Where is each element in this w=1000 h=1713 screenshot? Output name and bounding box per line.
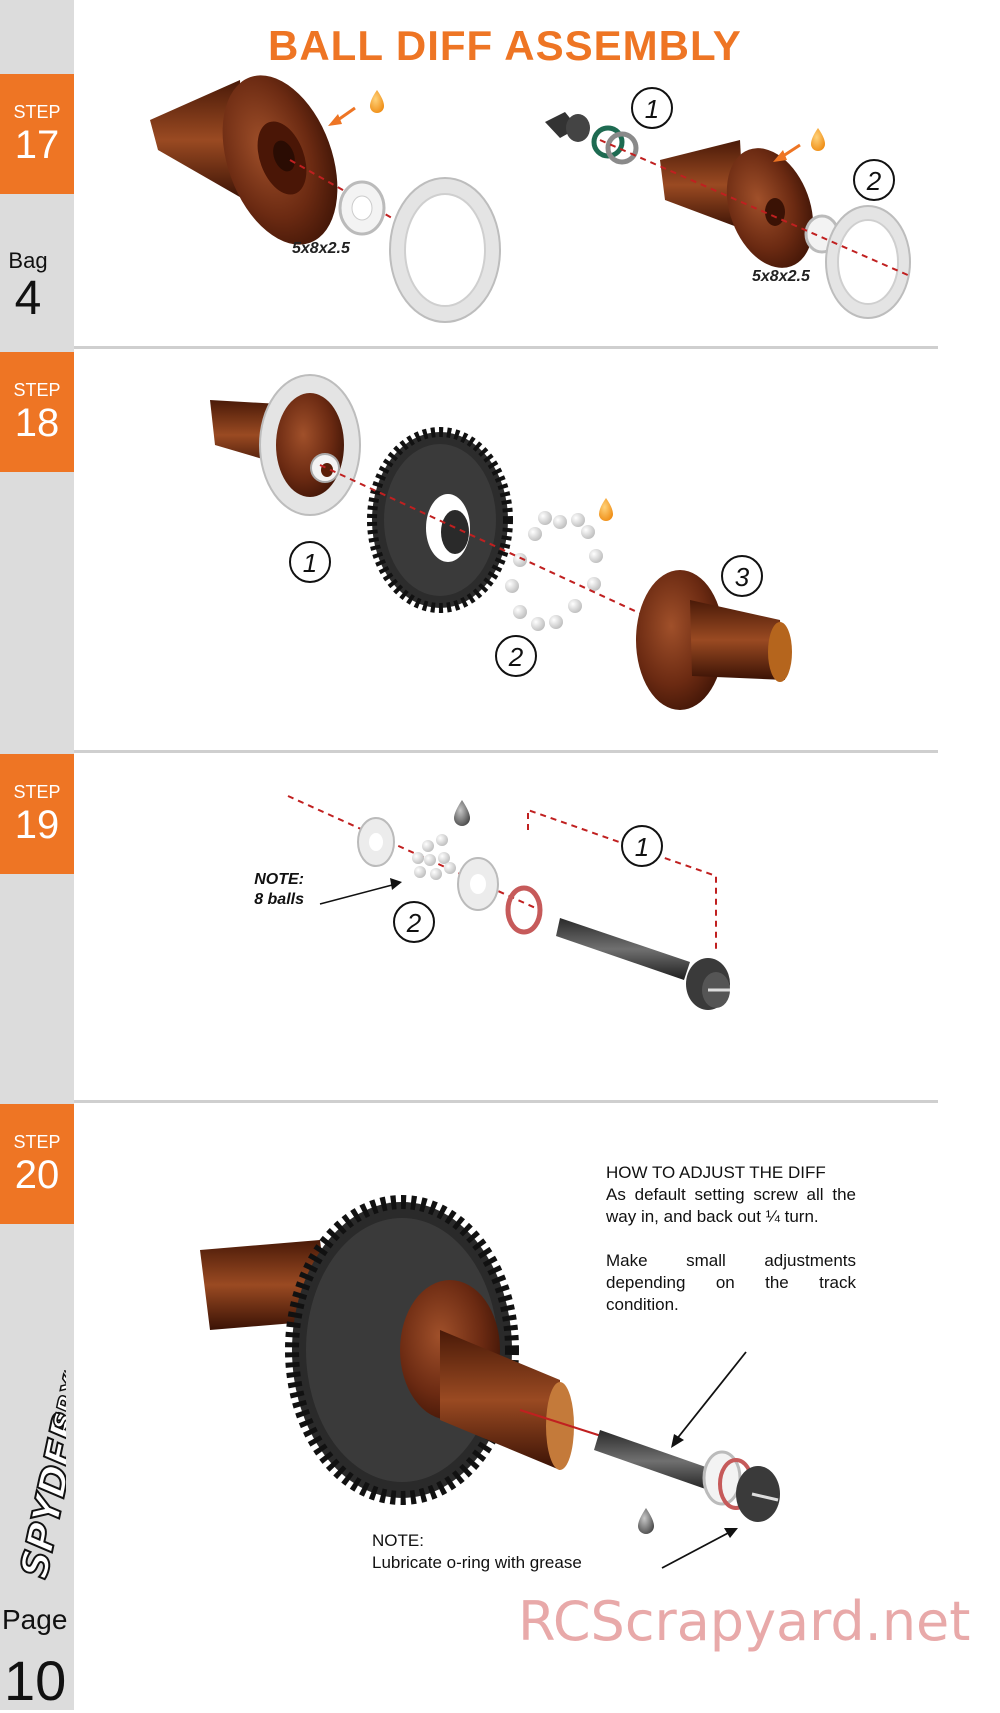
step19-note: NOTE: 8 balls xyxy=(230,870,304,910)
bag-number: 4 xyxy=(14,272,42,325)
svg-text:SRX2: SRX2 xyxy=(48,1370,66,1433)
svg-text:1: 1 xyxy=(645,94,659,124)
bag-indicator: Bag 4 xyxy=(0,248,56,324)
step18-balls xyxy=(505,511,603,631)
step-20-tab: STEP 20 xyxy=(0,1104,74,1224)
step19-marker-1: 1 xyxy=(621,825,663,867)
section-divider xyxy=(74,750,938,753)
note-title: NOTE: xyxy=(254,871,304,888)
svg-text:3: 3 xyxy=(735,562,750,592)
page-number: 10 xyxy=(4,1649,67,1712)
step17-marker-2: 2 xyxy=(853,159,895,201)
step18-marker-3: 3 xyxy=(721,555,763,597)
step20-note: NOTE: Lubricate o-ring with grease xyxy=(372,1530,582,1574)
step-label: STEP xyxy=(13,380,61,400)
step17-right-parts xyxy=(545,112,911,319)
bag-label: Bag xyxy=(8,248,48,273)
step-19-tab: STEP 19 xyxy=(0,754,74,874)
step17-left-outdrive xyxy=(150,75,338,245)
step-18-tab: STEP 18 xyxy=(0,352,74,472)
svg-text:SPYDER: SPYDER xyxy=(12,1407,66,1582)
assembly-illustrations: 1 2 1 xyxy=(150,75,911,1569)
step-number: 18 xyxy=(14,401,60,445)
section-divider xyxy=(74,346,938,349)
spyder-srx2-logo: SPYDER SRX2 xyxy=(11,1370,66,1583)
svg-text:2: 2 xyxy=(508,642,524,672)
note-text: 8 balls xyxy=(254,891,304,908)
note-text: Lubricate o-ring with grease xyxy=(372,1553,582,1572)
howto-title: HOW TO ADJUST THE DIFF xyxy=(606,1163,826,1182)
howto-paragraph-2: Make small adjustments depending on the … xyxy=(606,1251,856,1314)
step18-marker-2: 2 xyxy=(495,635,537,677)
page-title: BALL DIFF ASSEMBLY xyxy=(268,22,742,69)
step20-screw xyxy=(594,1430,780,1522)
step20-diff-assembly xyxy=(200,1195,574,1505)
svg-text:2: 2 xyxy=(406,908,422,938)
howto-paragraph-1: As default setting screw all the way in,… xyxy=(606,1185,856,1226)
step18-outdrive-right xyxy=(636,570,792,710)
step-label: STEP xyxy=(13,782,61,802)
bearing-size-label: 5x8x2.5 xyxy=(292,240,350,257)
bearing-size-label: 5x8x2.5 xyxy=(752,268,810,285)
page-label: Page xyxy=(2,1604,68,1635)
step19-balls xyxy=(412,834,456,880)
step-number: 19 xyxy=(14,803,60,847)
svg-text:2: 2 xyxy=(866,166,882,196)
note-title: NOTE: xyxy=(372,1531,424,1550)
step19-screw xyxy=(556,918,730,1010)
svg-text:1: 1 xyxy=(303,548,317,578)
step19-marker-2: 2 xyxy=(393,901,435,943)
watermark: RCScrapyard.net xyxy=(518,1590,971,1653)
step-label: STEP xyxy=(13,1132,61,1152)
adjust-diff-instructions: HOW TO ADJUST THE DIFF As default settin… xyxy=(606,1162,856,1338)
step18-outdrive-left xyxy=(210,374,361,516)
section-divider xyxy=(74,1100,938,1103)
step-number: 20 xyxy=(14,1153,60,1197)
svg-text:1: 1 xyxy=(635,832,649,862)
step-17-tab: STEP 17 xyxy=(0,74,74,194)
step18-marker-1: 1 xyxy=(289,541,331,583)
step-number: 17 xyxy=(14,123,60,167)
step17-marker-1: 1 xyxy=(631,87,673,129)
step-label: STEP xyxy=(13,102,61,122)
